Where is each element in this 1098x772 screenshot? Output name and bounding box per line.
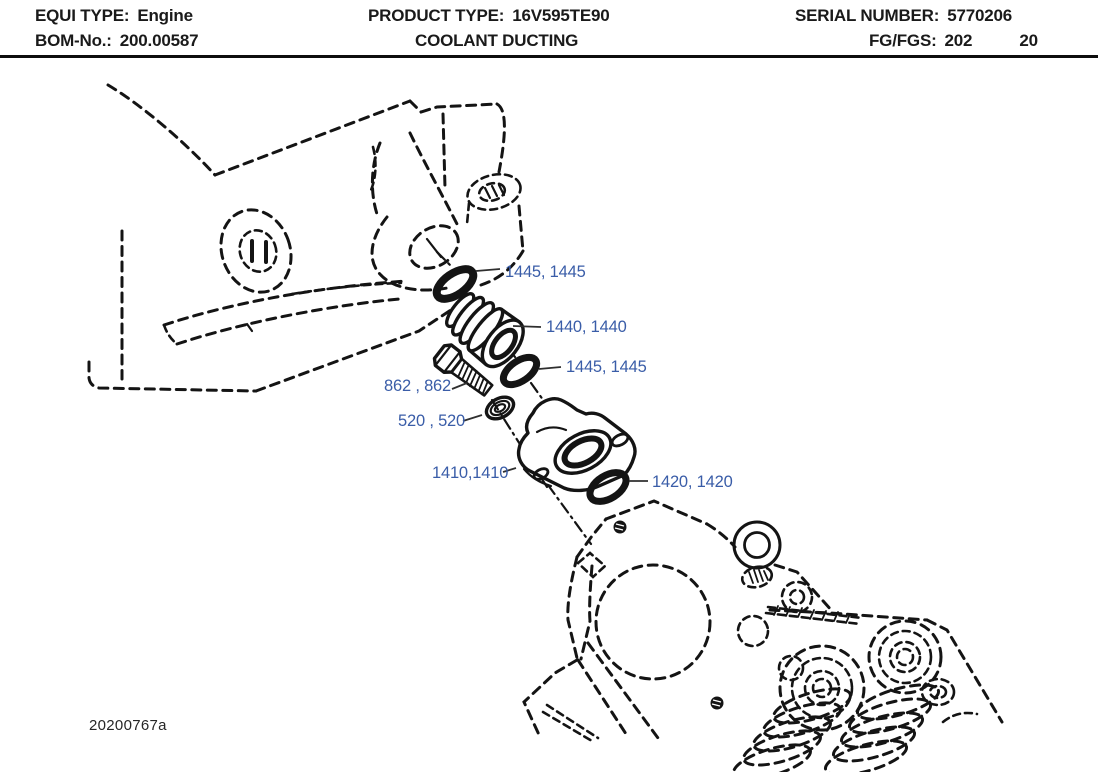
equi-type-value: Engine xyxy=(137,6,193,25)
leader-1445-lower xyxy=(538,366,562,370)
head-boss-hole xyxy=(732,520,782,570)
head-lug xyxy=(522,658,600,743)
callout-520: 520 , 520 xyxy=(398,412,465,430)
leader-1445-upper xyxy=(475,268,501,272)
head-hatched-oval xyxy=(740,565,774,589)
section-title: COOLANT DUCTING xyxy=(415,31,579,50)
callout-1420: 1420, 1420 xyxy=(652,473,733,491)
o-ring-1420 xyxy=(586,469,630,505)
header-divider xyxy=(0,55,1098,58)
serial-number-value: 5770206 xyxy=(947,6,1013,25)
connector-1440 xyxy=(445,292,525,369)
callout-1445-upper: 1445, 1445 xyxy=(505,263,586,281)
valve-spring-left xyxy=(732,644,866,772)
flange-bolt-hole-right xyxy=(610,432,630,448)
bracket-rib xyxy=(162,279,409,346)
head-right-boss xyxy=(920,677,956,707)
product-type-label: PRODUCT TYPE: xyxy=(368,6,505,25)
engine-bracket-outline xyxy=(87,83,525,393)
serial-number-field: SERIAL NUMBER: 5770206 xyxy=(795,6,1012,26)
o-ring-1445-upper xyxy=(432,265,478,303)
leader-1440 xyxy=(512,325,542,328)
o-ring-1445-lower xyxy=(499,353,541,389)
leader-520 xyxy=(462,414,483,422)
cylinder-head-outline xyxy=(522,499,1004,772)
callout-1445-lower: 1445, 1445 xyxy=(566,358,647,376)
fg-fgs-value: 202 xyxy=(944,31,973,50)
serial-number-label: SERIAL NUMBER: xyxy=(795,6,940,25)
flange-1410 xyxy=(516,397,637,493)
valve-spring-right xyxy=(823,619,943,772)
figure-code: 20200767a xyxy=(89,717,167,734)
bracket-boss-hatched xyxy=(465,172,525,253)
bom-number-label: BOM-No.: xyxy=(35,31,112,50)
bracket-oval-boss xyxy=(219,208,293,294)
spring-side-boss xyxy=(777,654,805,682)
leader-1410 xyxy=(502,467,517,473)
head-coolant-passage xyxy=(594,563,712,681)
callout-1440: 1440, 1440 xyxy=(546,318,627,336)
bom-number-field: BOM-No.: 200.00587 xyxy=(35,31,199,51)
callouts: 1445, 1445 1440, 1440 1445, 1445 862 , 8… xyxy=(384,263,733,491)
fg-page-value: 20 xyxy=(1019,31,1038,50)
callout-1410: 1410,1410 xyxy=(432,464,508,482)
head-chamfer-edge xyxy=(764,605,864,626)
head-dowel-lower xyxy=(710,696,724,710)
product-type-field: PRODUCT TYPE: 16V595TE90 xyxy=(368,6,610,26)
washer-520 xyxy=(484,395,516,421)
product-type-value: 16V595TE90 xyxy=(512,6,610,25)
bom-number-value: 200.00587 xyxy=(119,31,199,50)
head-dowel-upper xyxy=(613,520,627,534)
equi-type-label: EQUI TYPE: xyxy=(35,6,130,25)
head-small-circle xyxy=(736,614,770,648)
callout-862: 862 , 862 xyxy=(384,377,451,395)
leader-862 xyxy=(451,382,468,390)
fg-fgs-label: FG/FGS: xyxy=(869,31,937,50)
flange-bolt-hole-left xyxy=(532,467,550,481)
head-small-boss xyxy=(780,580,814,614)
fg-fgs-field: FG/FGS: 202 20 xyxy=(869,31,1038,51)
bolt-862 xyxy=(432,343,494,397)
equi-type-field: EQUI TYPE: Engine xyxy=(35,6,193,26)
